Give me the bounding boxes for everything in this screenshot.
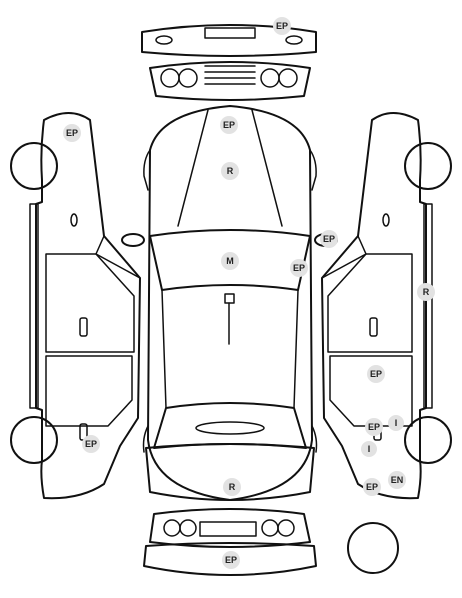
- svg-text:EP: EP: [323, 234, 335, 244]
- marker-left-front-fender[interactable]: EP: [63, 124, 81, 142]
- marker-left-rear-fender[interactable]: EP: [82, 435, 100, 453]
- left-mirror: [121, 233, 145, 247]
- front-bumper: [141, 24, 317, 57]
- marker-right-rear-wheel-i1[interactable]: I: [388, 415, 404, 431]
- svg-text:I: I: [368, 444, 371, 454]
- svg-text:EP: EP: [225, 555, 237, 565]
- svg-text:EP: EP: [370, 369, 382, 379]
- marker-hood[interactable]: EP: [220, 116, 238, 134]
- svg-text:EP: EP: [66, 128, 78, 138]
- svg-text:EN: EN: [391, 475, 404, 485]
- marker-right-tail[interactable]: EP: [363, 478, 381, 496]
- marker-right-side-roof[interactable]: R: [417, 283, 435, 301]
- svg-text:R: R: [227, 166, 234, 176]
- front-grille: [149, 61, 311, 101]
- svg-text:I: I: [395, 418, 398, 428]
- marker-right-mirror[interactable]: EP: [320, 230, 338, 248]
- svg-text:EP: EP: [85, 439, 97, 449]
- marker-roof-front[interactable]: R: [221, 162, 239, 180]
- svg-text:EP: EP: [366, 482, 378, 492]
- rear-lights: [149, 508, 311, 548]
- marker-right-rear-tire[interactable]: EN: [388, 471, 406, 489]
- svg-text:R: R: [229, 482, 236, 492]
- svg-text:EP: EP: [223, 120, 235, 130]
- marker-right-rear-door[interactable]: EP: [367, 365, 385, 383]
- marker-right-rear-quarter[interactable]: EP: [365, 418, 383, 436]
- marker-right-rear-wheel-i2[interactable]: I: [361, 441, 377, 457]
- svg-text:M: M: [226, 256, 234, 266]
- marker-windshield[interactable]: M: [221, 252, 239, 270]
- marker-right-a-pillar[interactable]: EP: [290, 259, 308, 277]
- svg-text:EP: EP: [293, 263, 305, 273]
- marker-trunk[interactable]: R: [223, 478, 241, 496]
- spare-tire: [347, 522, 399, 574]
- marker-rear-bumper[interactable]: EP: [222, 551, 240, 569]
- svg-text:EP: EP: [368, 422, 380, 432]
- rear-bumper: [143, 542, 317, 576]
- left-side-view: [10, 112, 141, 500]
- svg-text:R: R: [423, 287, 430, 297]
- svg-text:EP: EP: [276, 21, 288, 31]
- marker-front-bumper[interactable]: EP: [273, 17, 291, 35]
- right-side-view: [321, 112, 452, 500]
